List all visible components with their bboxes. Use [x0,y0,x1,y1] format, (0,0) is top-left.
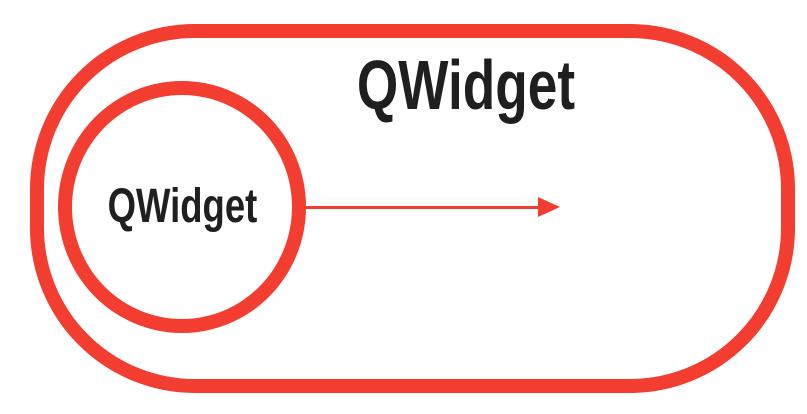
outer-qwidget-label: QWidget [356,46,576,124]
right-arrow-icon [306,196,560,218]
right-arrow-line [306,206,540,209]
inner-qwidget-label: QWidget [107,180,257,233]
inner-qwidget-shape: QWidget [58,81,306,333]
right-arrow-head [538,197,560,217]
